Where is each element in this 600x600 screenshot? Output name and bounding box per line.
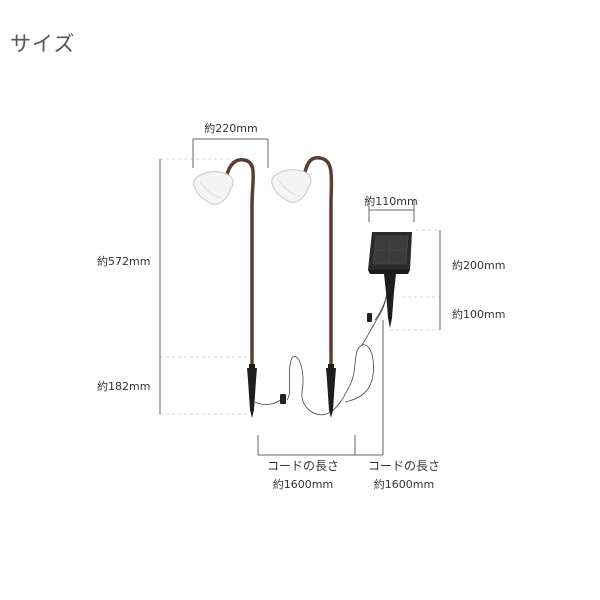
lamp-2-stake	[326, 368, 336, 418]
dimension-lines	[159, 138, 441, 456]
total-height-label: 約572mm	[97, 255, 151, 268]
solar-panel	[368, 232, 412, 328]
guide-lines	[160, 158, 440, 415]
lamp-2	[271, 156, 336, 418]
lamp-1	[193, 158, 257, 418]
cord-2-label: コードの長さ	[367, 459, 441, 473]
panel-stake-label: 約100mm	[452, 308, 506, 321]
lamp-width-label: 約220mm	[204, 122, 258, 135]
lamp-1-pole	[224, 158, 255, 370]
lamp-2-shade	[271, 169, 312, 203]
cord-1-length: 約1600mm	[272, 478, 334, 491]
cord-2-length: 約1600mm	[373, 478, 435, 491]
cord-1-label: コードの長さ	[266, 459, 340, 473]
panel-height-label: 約200mm	[452, 259, 506, 272]
lamp-1-stake	[247, 368, 257, 418]
solar-panel-stake	[384, 274, 396, 328]
cords	[254, 289, 389, 416]
page-title: サイズ	[10, 32, 76, 56]
stake-length-label: 約182mm	[97, 380, 151, 393]
panel-width-label: 約110mm	[364, 195, 418, 208]
lamp-1-shade	[193, 171, 234, 205]
cord-connectors	[280, 313, 372, 404]
lamp-2-pole	[302, 156, 334, 370]
